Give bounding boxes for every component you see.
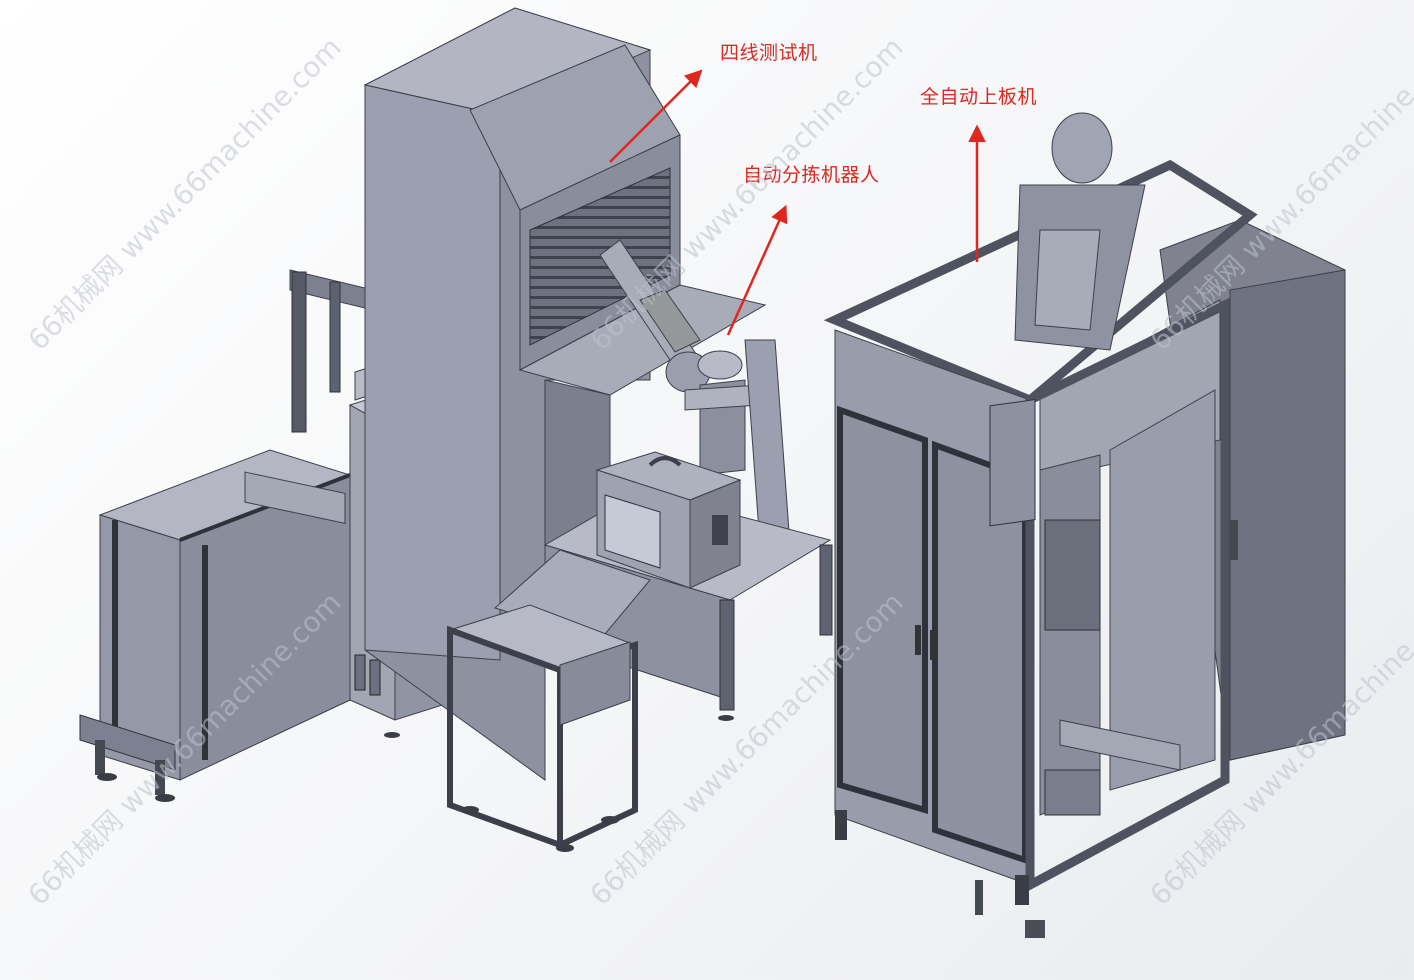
robot-pointer-arrow xyxy=(726,204,788,336)
label-four-wire-tester: 四线测试机 xyxy=(720,42,818,64)
sorting-robot xyxy=(599,239,791,546)
label-sorting-robot: 自动分拣机器人 xyxy=(743,164,880,186)
four-wire-tester xyxy=(363,7,767,781)
center-table xyxy=(543,451,833,721)
tester-pointer-arrow xyxy=(609,69,703,163)
label-board-loader: 全自动上板机 xyxy=(920,86,1038,108)
small-cart xyxy=(447,549,651,852)
automatic-board-loader xyxy=(823,112,1346,938)
left-conveyor-unit xyxy=(79,269,416,802)
